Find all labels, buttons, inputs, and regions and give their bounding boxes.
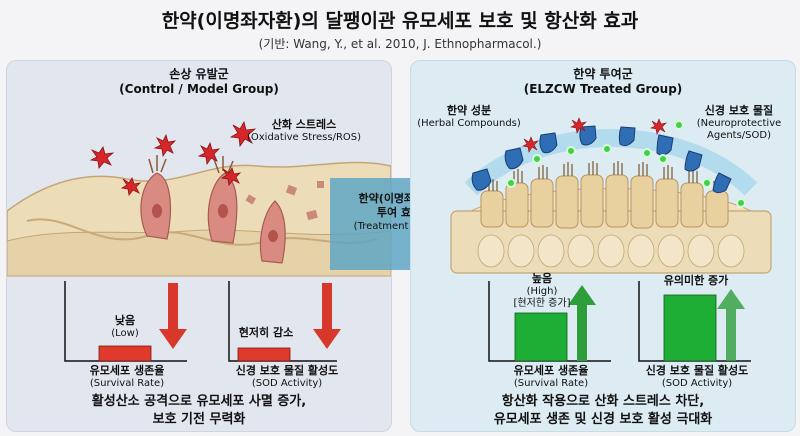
sod-axis-en: (SOD Activity)	[251, 378, 323, 389]
neuroprotective-agent-icon	[736, 198, 746, 208]
protected-cochlea-illustration	[450, 117, 772, 362]
treated-group-panel: 한약 투여군 (ELZCW Treated Group)	[410, 60, 796, 432]
survival-axis-label: 유모세포 생존율 (Survival Rate)	[47, 365, 207, 390]
sod-value-ko: 유의미한 증가	[663, 274, 729, 287]
survival-value-en: (High)	[526, 286, 558, 297]
herbal-shield-icon	[471, 168, 492, 191]
survival-value-label: 낮음 (Low)	[87, 315, 163, 340]
herbal-shield-icon	[579, 125, 597, 146]
neuro-label-ko: 신경 보호 물질	[704, 104, 774, 117]
citation-subtitle: (기반: Wang, Y., et al. 2010, J. Ethnophar…	[258, 37, 542, 51]
treated-group-title: 한약 투여군 (ELZCW Treated Group)	[411, 67, 795, 97]
treated-conclusion-line2: 유모세포 생존 및 신경 보호 활성 극대화	[493, 412, 713, 427]
increase-arrow-icon	[717, 289, 745, 361]
decrease-arrow-icon	[159, 283, 187, 349]
neuro-label-en1: (Neuroprotective	[696, 118, 782, 129]
survival-value-ko: 낮음	[114, 314, 136, 327]
sod-high-bar	[663, 294, 717, 362]
damaged-cochlea-illustration	[7, 120, 391, 362]
control-conclusion-line2: 보호 기전 무력화	[152, 412, 246, 427]
treated-conclusion-line1: 항산화 작용으로 산화 스트레스 차단,	[501, 394, 705, 409]
damaged-hair-cell	[259, 200, 286, 264]
ros-particle-icon	[522, 136, 539, 153]
sod-axis-label: 신경 보호 물질 활성도 (SOD Activity)	[617, 365, 777, 390]
survival-value-label: 높음 (High) [현저한 증가]	[501, 273, 583, 310]
survival-value-ko: 높음	[531, 272, 553, 285]
sod-chart-axes	[228, 281, 337, 362]
ros-particle-icon	[650, 118, 667, 135]
neuroprotective-label: 신경 보호 물질 (Neuroprotective Agents/SOD)	[687, 105, 791, 142]
sod-axis-label: 신경 보호 물질 활성도 (SOD Activity)	[207, 365, 367, 390]
survival-axis-en: (Survival Rate)	[89, 378, 165, 389]
sod-axis-en: (SOD Activity)	[661, 378, 733, 389]
ros-particle-icon	[570, 117, 587, 134]
herbal-compounds-label: 한약 성분 (Herbal Compounds)	[417, 105, 521, 130]
neuroprotective-agent-icon	[658, 154, 668, 164]
survival-axis-label: 유모세포 생존율 (Survival Rate)	[471, 365, 631, 390]
sod-value-label: 현저히 감소	[221, 327, 311, 340]
sod-low-bar	[237, 347, 291, 362]
control-title-en: (Control / Model Group)	[119, 82, 279, 96]
sod-value-ko: 현저히 감소	[238, 326, 294, 339]
herbal-shield-icon	[684, 150, 703, 172]
survival-axis-ko: 유모세포 생존율	[89, 364, 165, 377]
herbal-shield-icon	[504, 147, 524, 170]
increase-arrow-icon	[568, 285, 596, 361]
treated-title-ko: 한약 투여군	[573, 67, 633, 81]
neuroprotective-agent-icon	[566, 146, 576, 156]
herbal-label-en: (Herbal Compounds)	[417, 118, 521, 129]
neuroprotective-agent-icon	[532, 154, 542, 164]
survival-axis-ko: 유모세포 생존율	[513, 364, 589, 377]
damaged-hair-cell	[207, 156, 238, 244]
stress-label-en: (Oxidative Stress/ROS)	[246, 132, 362, 143]
sod-value-label: 유의미한 증가	[641, 275, 751, 288]
ros-particle-icon	[229, 120, 257, 148]
neuroprotective-agent-icon	[702, 178, 712, 188]
control-conclusion: 활성산소 공격으로 유모세포 사멸 증가, 보호 기전 무력화	[7, 393, 391, 429]
treatment-line3: (Treatment Effect)	[353, 221, 445, 232]
ros-particle-icon	[120, 177, 142, 196]
ros-particle-icon	[153, 133, 177, 158]
control-title-ko: 손상 유발군	[169, 67, 229, 81]
neuro-label-en2: Agents/SOD)	[707, 130, 771, 141]
sod-axis-ko: 신경 보호 물질 활성도	[645, 364, 749, 377]
neuroprotective-agent-icon	[602, 144, 612, 154]
treated-conclusion: 항산화 작용으로 산화 스트레스 차단, 유모세포 생존 및 신경 보호 활성 …	[411, 393, 795, 429]
control-conclusion-line1: 활성산소 공격으로 유모세포 사멸 증가,	[91, 394, 307, 409]
stress-label-ko: 산화 스트레스	[271, 118, 337, 131]
ros-particle-icon	[197, 141, 221, 166]
survival-high-bar	[514, 312, 568, 362]
decrease-arrow-icon	[313, 283, 341, 349]
control-group-title: 손상 유발군 (Control / Model Group)	[7, 67, 391, 97]
survival-axis-en: (Survival Rate)	[513, 378, 589, 389]
neuroprotective-agent-icon	[506, 178, 516, 188]
herbal-shield-icon	[539, 132, 558, 154]
neuroprotective-agent-icon	[674, 120, 684, 130]
survival-low-bar	[98, 345, 152, 362]
oxidative-stress-label: 산화 스트레스 (Oxidative Stress/ROS)	[229, 119, 379, 144]
ros-particle-icon	[220, 167, 242, 186]
survival-chart-axes	[488, 281, 611, 362]
herbal-label-ko: 한약 성분	[446, 104, 492, 117]
herbal-shield-icon	[712, 172, 732, 194]
damaged-hair-cell	[140, 155, 172, 240]
neuroprotective-agent-icon	[642, 148, 652, 158]
herbal-shield-icon	[618, 126, 636, 147]
control-group-panel: 손상 유발군 (Control / Model Group)	[6, 60, 392, 432]
herbal-shield-icon	[656, 134, 674, 156]
page-title: 한약(이명좌자환)의 달팽이관 유모세포 보호 및 항산화 효과	[161, 10, 639, 32]
survival-value-en: (Low)	[111, 328, 139, 339]
sod-axis-ko: 신경 보호 물질 활성도	[235, 364, 339, 377]
ros-particle-icon	[89, 146, 115, 169]
treated-title-en: (ELZCW Treated Group)	[523, 82, 683, 96]
survival-value-note: [현저한 증가]	[513, 298, 571, 309]
